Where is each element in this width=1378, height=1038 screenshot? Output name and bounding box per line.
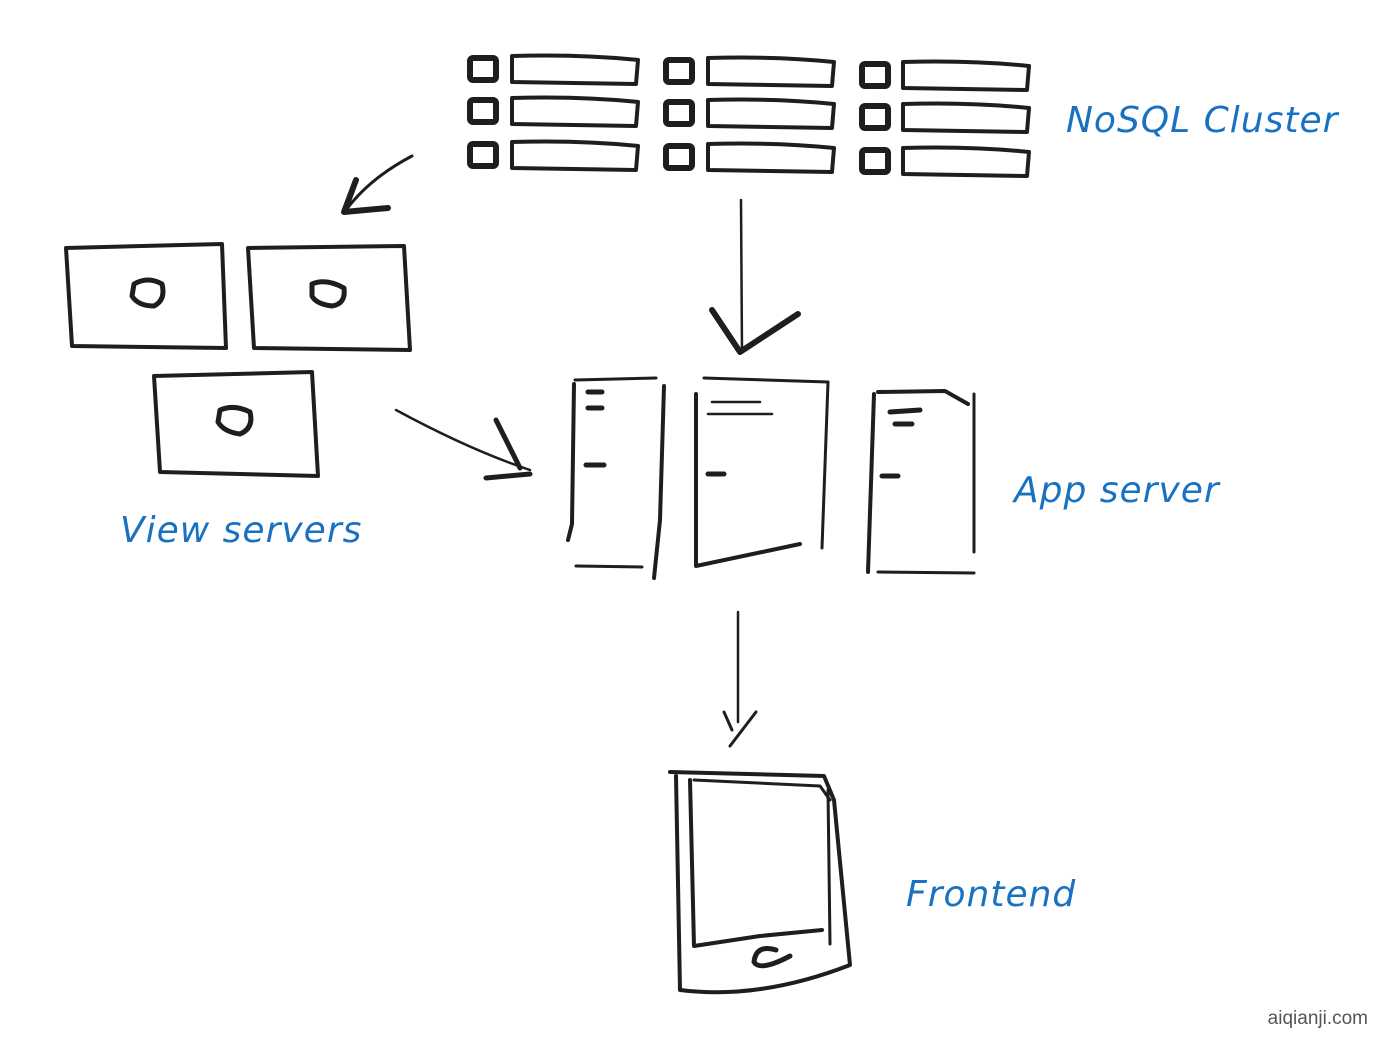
view-servers [64,242,412,478]
database-row-icon [663,55,836,88]
watermark: aiqianji.com [1267,1008,1368,1029]
frontend-label: Frontend [906,874,1077,915]
server-box-icon [246,244,412,352]
server-box-icon [64,242,228,350]
arrow-app-to-frontend [722,610,758,748]
arrow-view-to-app [394,408,533,481]
app-server-label: App server [1014,470,1220,511]
arrow-nosql-to-view [341,154,414,215]
database-row-icon [467,53,640,86]
database-row-icon [663,141,836,174]
server-box-icon [152,370,320,478]
view-servers-label: View servers [120,510,363,551]
database-row-icon [859,145,1031,178]
document-server-icon [694,376,830,568]
database-row-icon [467,139,640,172]
mobile-device-icon [668,770,852,995]
document-server-icon [566,376,666,580]
nosql-cluster [467,53,1031,178]
database-row-icon [467,95,640,128]
arrow-nosql-to-app [709,198,801,355]
database-row-icon [859,59,1031,92]
database-row-icon [859,101,1031,134]
app-servers [566,376,976,580]
database-row-icon [663,97,836,130]
nosql-cluster-label: NoSQL Cluster [1066,100,1339,141]
document-server-icon [866,389,976,575]
